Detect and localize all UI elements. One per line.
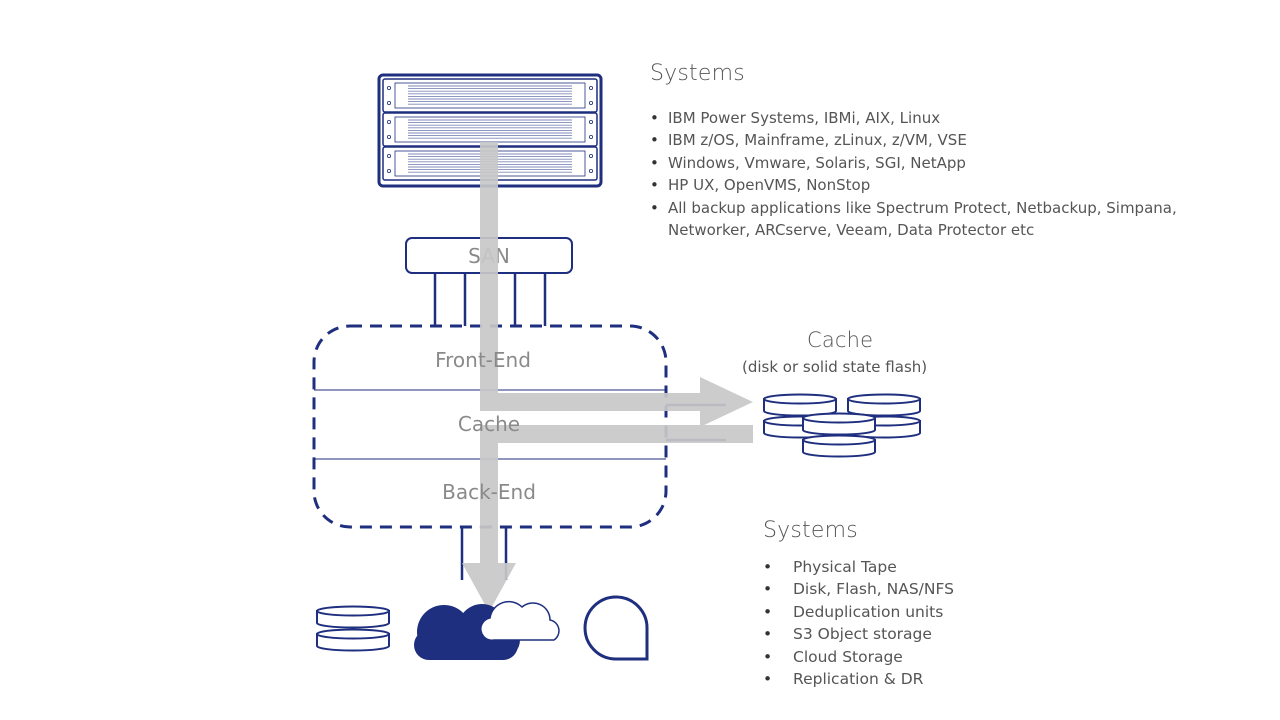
disk-platter [847, 393, 921, 417]
list-item: Disk, Flash, NAS/NFS [763, 578, 1063, 601]
list-item: Deduplication units [763, 601, 1063, 624]
disk-platter [316, 605, 390, 629]
list-item: Windows, Vmware, Solaris, SGI, NetApp [650, 152, 1230, 175]
object-storage-icon [583, 595, 649, 661]
data-flow [462, 142, 753, 612]
server-rack-icon [377, 73, 603, 188]
disk-platter [802, 412, 876, 436]
san-connectors [433, 272, 547, 326]
list-item: All backup applications like Spectrum Pr… [650, 197, 1230, 242]
list-item: HP UX, OpenVMS, NonStop [650, 174, 1230, 197]
rack-unit [382, 112, 598, 147]
top-systems-heading: Systems [650, 61, 745, 86]
bottom-systems-list: Physical Tape Disk, Flash, NAS/NFS Dedup… [763, 556, 1063, 691]
list-item: S3 Object storage [763, 623, 1063, 646]
top-systems-list: IBM Power Systems, IBMi, AIX, Linux IBM … [650, 107, 1230, 241]
list-item: IBM Power Systems, IBMi, AIX, Linux [650, 107, 1230, 130]
cache-subtitle: (disk or solid state flash) [742, 358, 928, 376]
flow-to-cache [480, 393, 700, 411]
list-item: IBM z/OS, Mainframe, zLinux, z/VM, VSE [650, 129, 1230, 152]
list-item: Physical Tape [763, 556, 1063, 579]
disk-platter [316, 628, 390, 652]
flow-down-lower [480, 443, 498, 565]
disk-stack-icon [316, 605, 390, 652]
zone-cache: Cache [458, 412, 520, 436]
flow-down-arrowhead [462, 563, 516, 612]
cache-disk-cluster-icon [763, 393, 921, 458]
bottom-systems-heading: Systems [763, 518, 858, 543]
flow-down-upper [480, 142, 498, 409]
cache-heading: Cache [807, 328, 874, 352]
rack-unit [382, 78, 598, 113]
flow-from-cache [480, 425, 753, 443]
list-item: Replication & DR [763, 668, 1063, 691]
outline-cloud [480, 600, 560, 641]
zone-back-end: Back-End [442, 480, 536, 504]
list-item: Cloud Storage [763, 646, 1063, 669]
cloud-icon [414, 600, 560, 660]
flow-to-cache-arrowhead [700, 377, 753, 427]
disk-platter [802, 434, 876, 458]
zone-front-end: Front-End [435, 348, 531, 372]
disk-platter [763, 393, 837, 417]
